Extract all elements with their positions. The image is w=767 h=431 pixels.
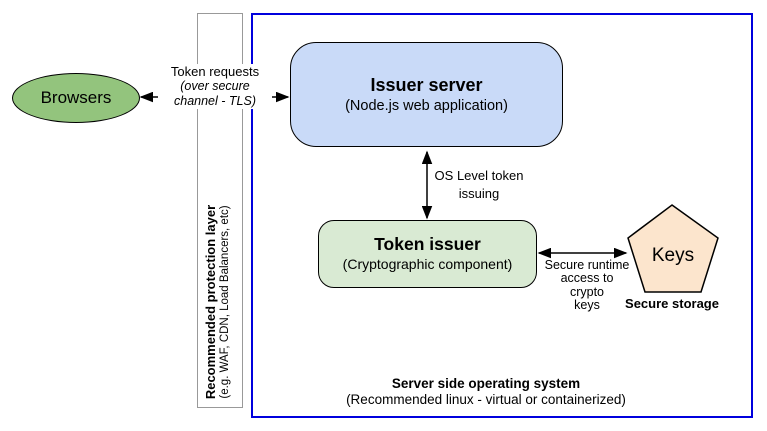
secure-runtime-label: Secure runtime access to crypto keys bbox=[542, 258, 632, 312]
issuer-server-node: Issuer server (Node.js web application) bbox=[290, 42, 563, 147]
os-level-token-label: OS Level token issuing bbox=[433, 167, 525, 202]
server-os-caption: Server side operating system (Recommende… bbox=[286, 376, 686, 408]
issuer-server-title: Issuer server bbox=[370, 75, 483, 96]
issuer-server-subtitle: (Node.js web application) bbox=[345, 97, 508, 114]
browsers-label: Browsers bbox=[40, 88, 112, 107]
server-os-subtitle: (Recommended linux - virtual or containe… bbox=[346, 391, 626, 407]
token-requests-label: Token requests (over secure channel - TL… bbox=[158, 64, 272, 109]
token-requests-line1: Token requests bbox=[170, 64, 260, 79]
os-level-line1: OS Level token bbox=[434, 168, 524, 183]
secure-runtime-line3: keys bbox=[574, 297, 600, 312]
secure-runtime-line2: access to crypto bbox=[560, 271, 614, 299]
token-issuer-subtitle: (Cryptographic component) bbox=[342, 256, 513, 273]
browsers-node: Browsers bbox=[12, 73, 140, 123]
keys-pentagon bbox=[627, 204, 719, 293]
token-issuer-node: Token issuer (Cryptographic component) bbox=[318, 220, 537, 288]
secure-storage-caption: Secure storage bbox=[625, 296, 719, 311]
token-requests-line2: (over secure bbox=[180, 79, 250, 94]
secure-runtime-line1: Secure runtime bbox=[544, 258, 630, 272]
server-os-title: Server side operating system bbox=[391, 376, 581, 391]
token-issuer-title: Token issuer bbox=[374, 234, 481, 255]
keys-label: Keys bbox=[651, 245, 695, 266]
os-level-line2: issuing bbox=[458, 185, 500, 201]
token-requests-line3: channel - TLS) bbox=[174, 94, 256, 109]
